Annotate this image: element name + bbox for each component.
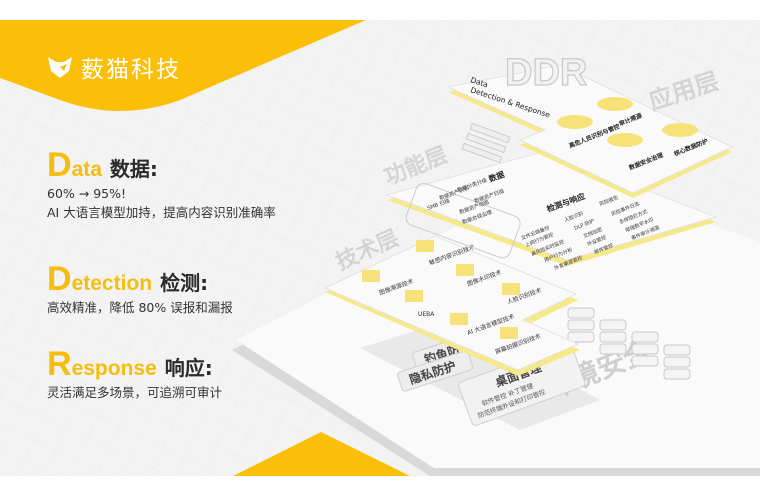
ddr-diagram: 环境安全 钓鱼防护 隐私防护 桌面管理 软件管控 补丁管理 防范终端外设和打印管…	[0, 20, 760, 476]
app-layer: 应用层 DDR Data Detection & Response 高危人员识别…	[446, 51, 734, 198]
feature-line: 灵活满足多场景，可追溯可审计	[47, 385, 223, 400]
brand-logo: 薮猫科技	[47, 50, 181, 84]
feature-word: ata	[71, 158, 102, 181]
function-layer: 功能层 数据 数据分类分级 数据资产识别 数据资产扫描 SMB 扫描 数据资产地…	[381, 122, 718, 272]
brand-name: 薮猫科技	[81, 57, 181, 83]
feature-initial: D	[47, 260, 72, 298]
feature-word: esponse	[71, 357, 157, 380]
feature-initial: D	[47, 146, 72, 184]
feature-detection: D etection 检测: 高效精准，降低 80% 误报和漏报	[47, 262, 233, 317]
feature-title-cn: 检测:	[160, 271, 209, 295]
cat-logo-icon	[48, 57, 72, 78]
yellow-banner	[0, 20, 366, 111]
server-stacks	[567, 307, 691, 380]
feature-line: AI 大语言模型加持，提高内容识别准确率	[47, 205, 276, 220]
yellow-corner	[233, 432, 410, 476]
feature-title-cn: 数据:	[109, 157, 158, 181]
diagram-label: UEBA	[418, 311, 435, 318]
feature-line: 高效精准，降低 80% 误报和漏报	[47, 300, 233, 315]
feature-response: R esponse 响应: 灵活满足多场景，可追溯可审计	[47, 347, 222, 402]
ddr-logo: DDR	[505, 52, 587, 94]
feature-initial: R	[47, 345, 72, 383]
poster: 环境安全 钓鱼防护 隐私防护 桌面管理 软件管控 补丁管理 防范终端外设和打印管…	[0, 20, 760, 476]
feature-word: etection	[71, 272, 153, 295]
feature-line: 60% → 95%!	[47, 186, 126, 201]
feature-title-cn: 响应:	[164, 356, 213, 380]
feature-data: D ata 数据: 60% → 95%! AI 大语言模型加持，提高内容识别准确…	[47, 148, 276, 222]
